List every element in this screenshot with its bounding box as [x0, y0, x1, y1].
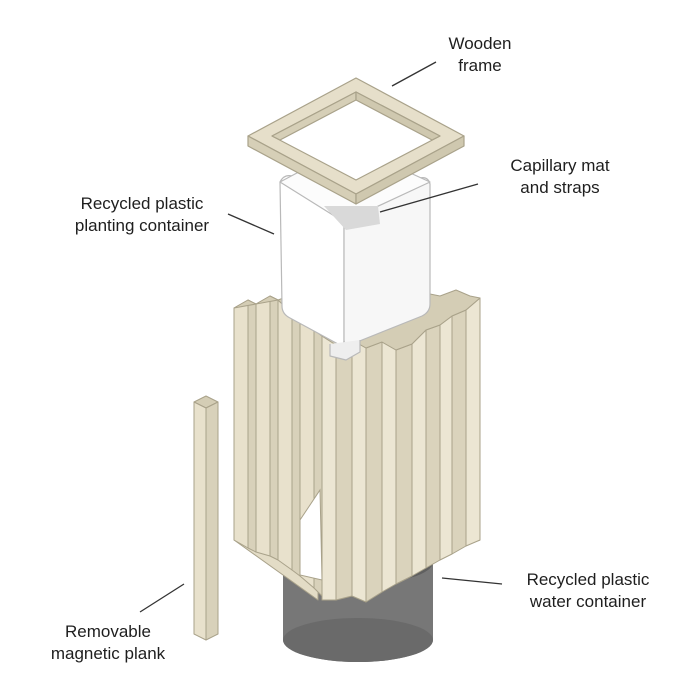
- magnetic-plank: [193, 395, 219, 641]
- leader-wooden-frame: [391, 61, 437, 87]
- planter-slat-shell: [233, 289, 481, 603]
- label-planting-container-line2: planting container: [74, 216, 210, 235]
- label-water-container-line2: water container: [529, 592, 647, 611]
- label-capillary-mat: Capillary mat and straps: [480, 155, 640, 199]
- wooden-frame: [247, 77, 465, 205]
- label-wooden-frame-line2: frame: [458, 56, 502, 75]
- label-magnetic-plank-line1: Removable: [65, 622, 151, 641]
- leader-planting-container: [227, 213, 275, 235]
- label-planting-container: Recycled plastic planting container: [44, 193, 240, 237]
- label-water-container: Recycled plastic water container: [506, 569, 670, 613]
- leader-water-container: [441, 577, 503, 585]
- label-capillary-mat-line1: Capillary mat: [510, 156, 610, 175]
- label-wooden-frame: Wooden frame: [430, 33, 530, 77]
- label-water-container-line1: Recycled plastic: [526, 570, 650, 589]
- leader-capillary-mat: [379, 183, 479, 213]
- label-wooden-frame-line1: Wooden: [448, 34, 512, 53]
- label-capillary-mat-line2: and straps: [520, 178, 600, 197]
- cutout-opening: [299, 488, 323, 581]
- label-planting-container-line1: Recycled plastic: [80, 194, 204, 213]
- label-magnetic-plank-line2: magnetic plank: [50, 644, 166, 663]
- leader-lines: [139, 61, 503, 613]
- leader-magnetic-plank: [139, 583, 185, 613]
- label-magnetic-plank: Removable magnetic plank: [28, 621, 188, 665]
